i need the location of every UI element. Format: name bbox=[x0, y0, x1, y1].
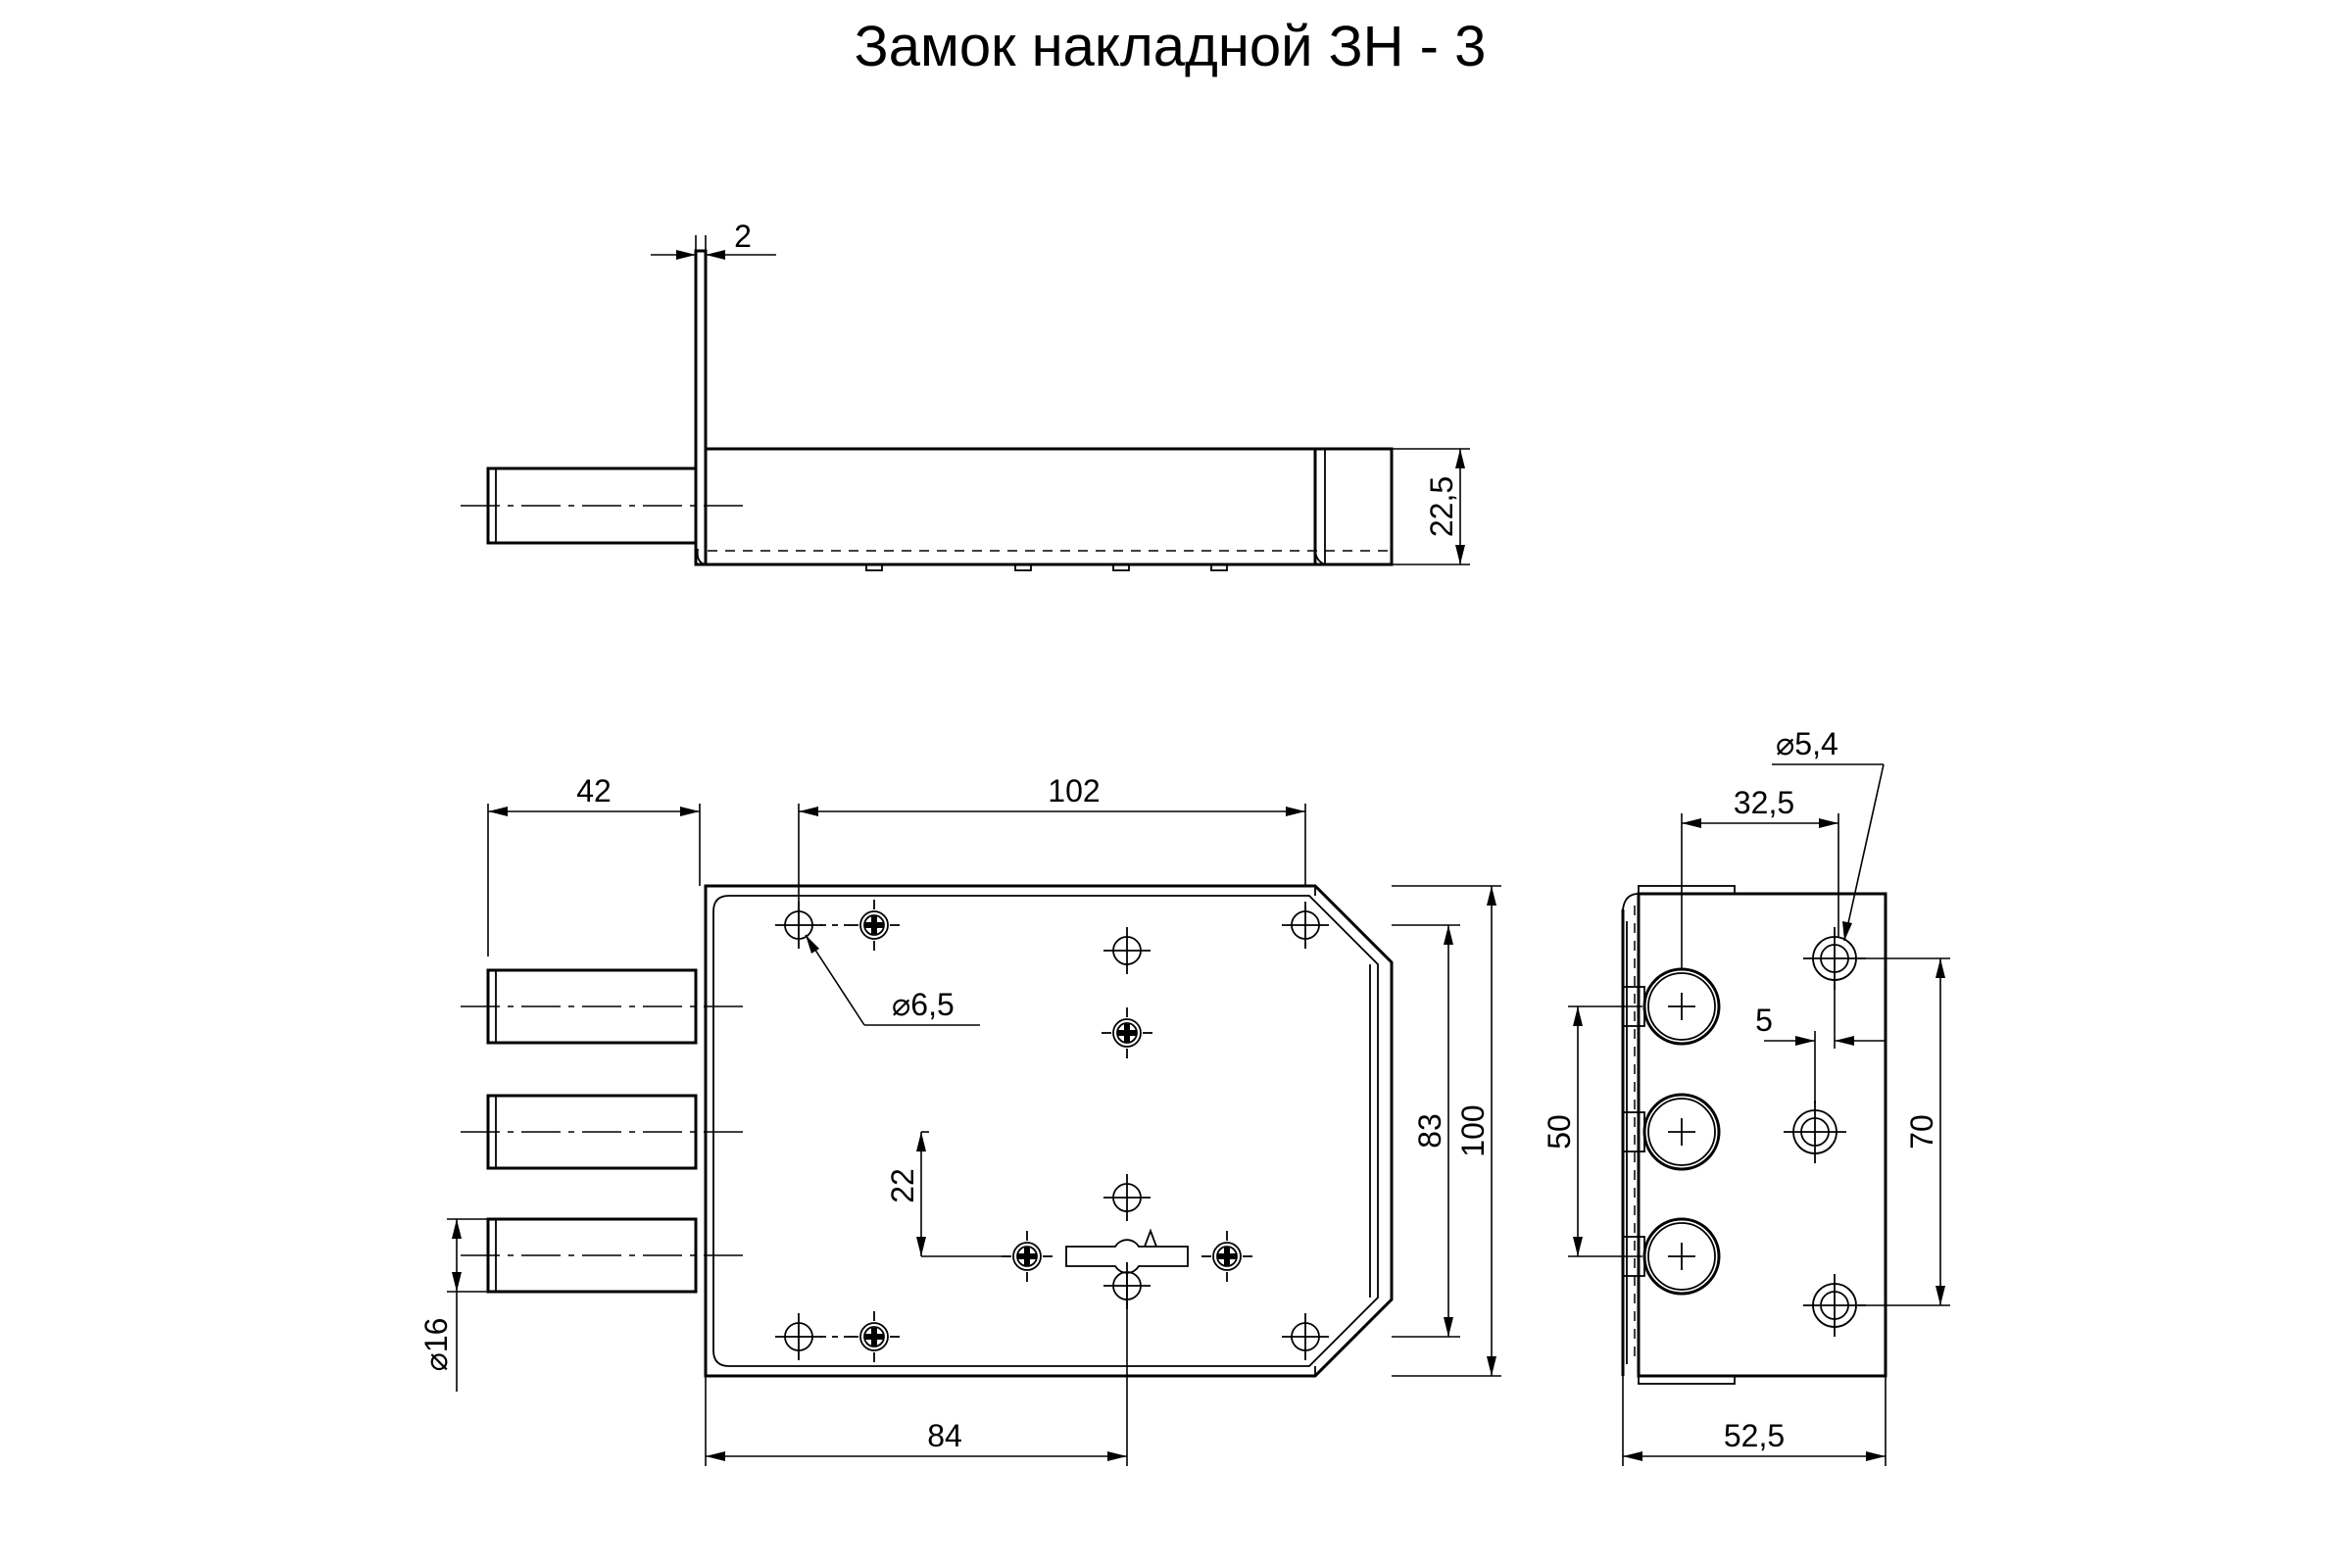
dim-keyhole-from-edge: 84 bbox=[927, 1418, 962, 1453]
dim-strike-hole-spacing: 70 bbox=[1904, 1114, 1939, 1150]
dim-bolt-diameter: ⌀16 bbox=[418, 1318, 454, 1372]
dim-plate-thickness: 2 bbox=[734, 219, 752, 254]
dim-bolt-spacing: 50 bbox=[1542, 1114, 1577, 1150]
dim-mount-hole-spacing: 102 bbox=[1048, 773, 1100, 808]
drawing-title: Замок накладной ЗН - 3 bbox=[854, 15, 1487, 78]
front-view: 42 102 ⌀6,5 83 100 bbox=[418, 773, 1501, 1466]
dim-strike-hole-offset: 32,5 bbox=[1734, 785, 1794, 820]
dim-bolt-extension: 42 bbox=[576, 773, 612, 808]
dim-body-depth: 22,5 bbox=[1424, 476, 1459, 537]
dim-height-overall: 100 bbox=[1455, 1104, 1491, 1156]
dim-strike-hole-step: 5 bbox=[1755, 1003, 1773, 1038]
dim-strike-hole-diameter: ⌀5,4 bbox=[1776, 726, 1838, 761]
dim-height-inner: 83 bbox=[1412, 1113, 1447, 1149]
side-view: 32,5 ⌀5,4 5 50 bbox=[1542, 726, 1950, 1466]
dim-keyhole-offset: 22 bbox=[885, 1168, 920, 1203]
dim-mount-hole-diameter: ⌀6,5 bbox=[892, 987, 955, 1022]
top-view: 2 22,5 bbox=[461, 219, 1470, 571]
dim-strike-width: 52,5 bbox=[1724, 1418, 1785, 1453]
